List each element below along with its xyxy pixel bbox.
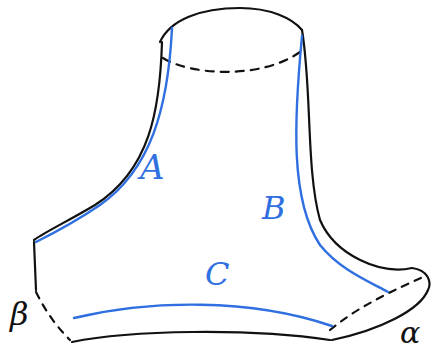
top-cuff-back [163,52,300,72]
seam-b [296,36,388,292]
seam-label: C [205,258,229,290]
seam-a [36,28,172,242]
left-cuff-back [36,292,70,340]
right-outline [302,30,412,269]
seam-label: A [140,150,165,184]
left-outline [34,42,162,240]
boundary-label: β [10,298,29,330]
seam-c [74,305,332,326]
bottom-outline [72,332,330,342]
left-cuff-front [34,242,36,290]
boundary-label: α [400,318,420,348]
seam-label: B [262,192,286,224]
top-cuff-front [160,8,302,42]
